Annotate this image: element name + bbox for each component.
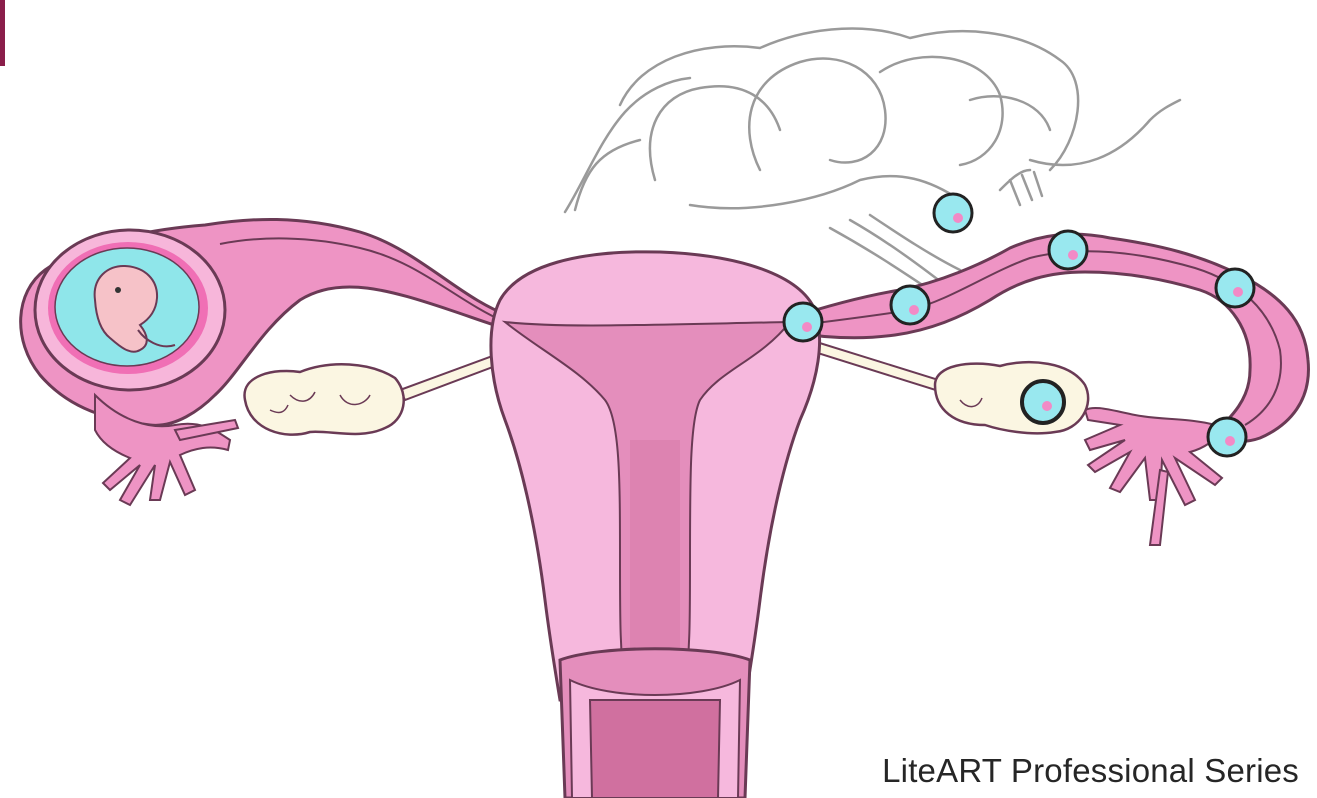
egg-cell (1216, 269, 1254, 307)
egg-cell (784, 303, 822, 341)
embryo-sac (35, 230, 225, 390)
egg-cell (1208, 418, 1246, 456)
left-ovary (245, 355, 498, 435)
uterus (491, 252, 820, 700)
egg-cell (1049, 231, 1087, 269)
right-fimbriae (1085, 408, 1222, 545)
egg-cell (891, 286, 929, 324)
cervix (560, 649, 750, 798)
credit-text: LiteART Professional Series (882, 752, 1299, 790)
egg-cell (934, 194, 972, 232)
egg-cell (1022, 381, 1064, 423)
